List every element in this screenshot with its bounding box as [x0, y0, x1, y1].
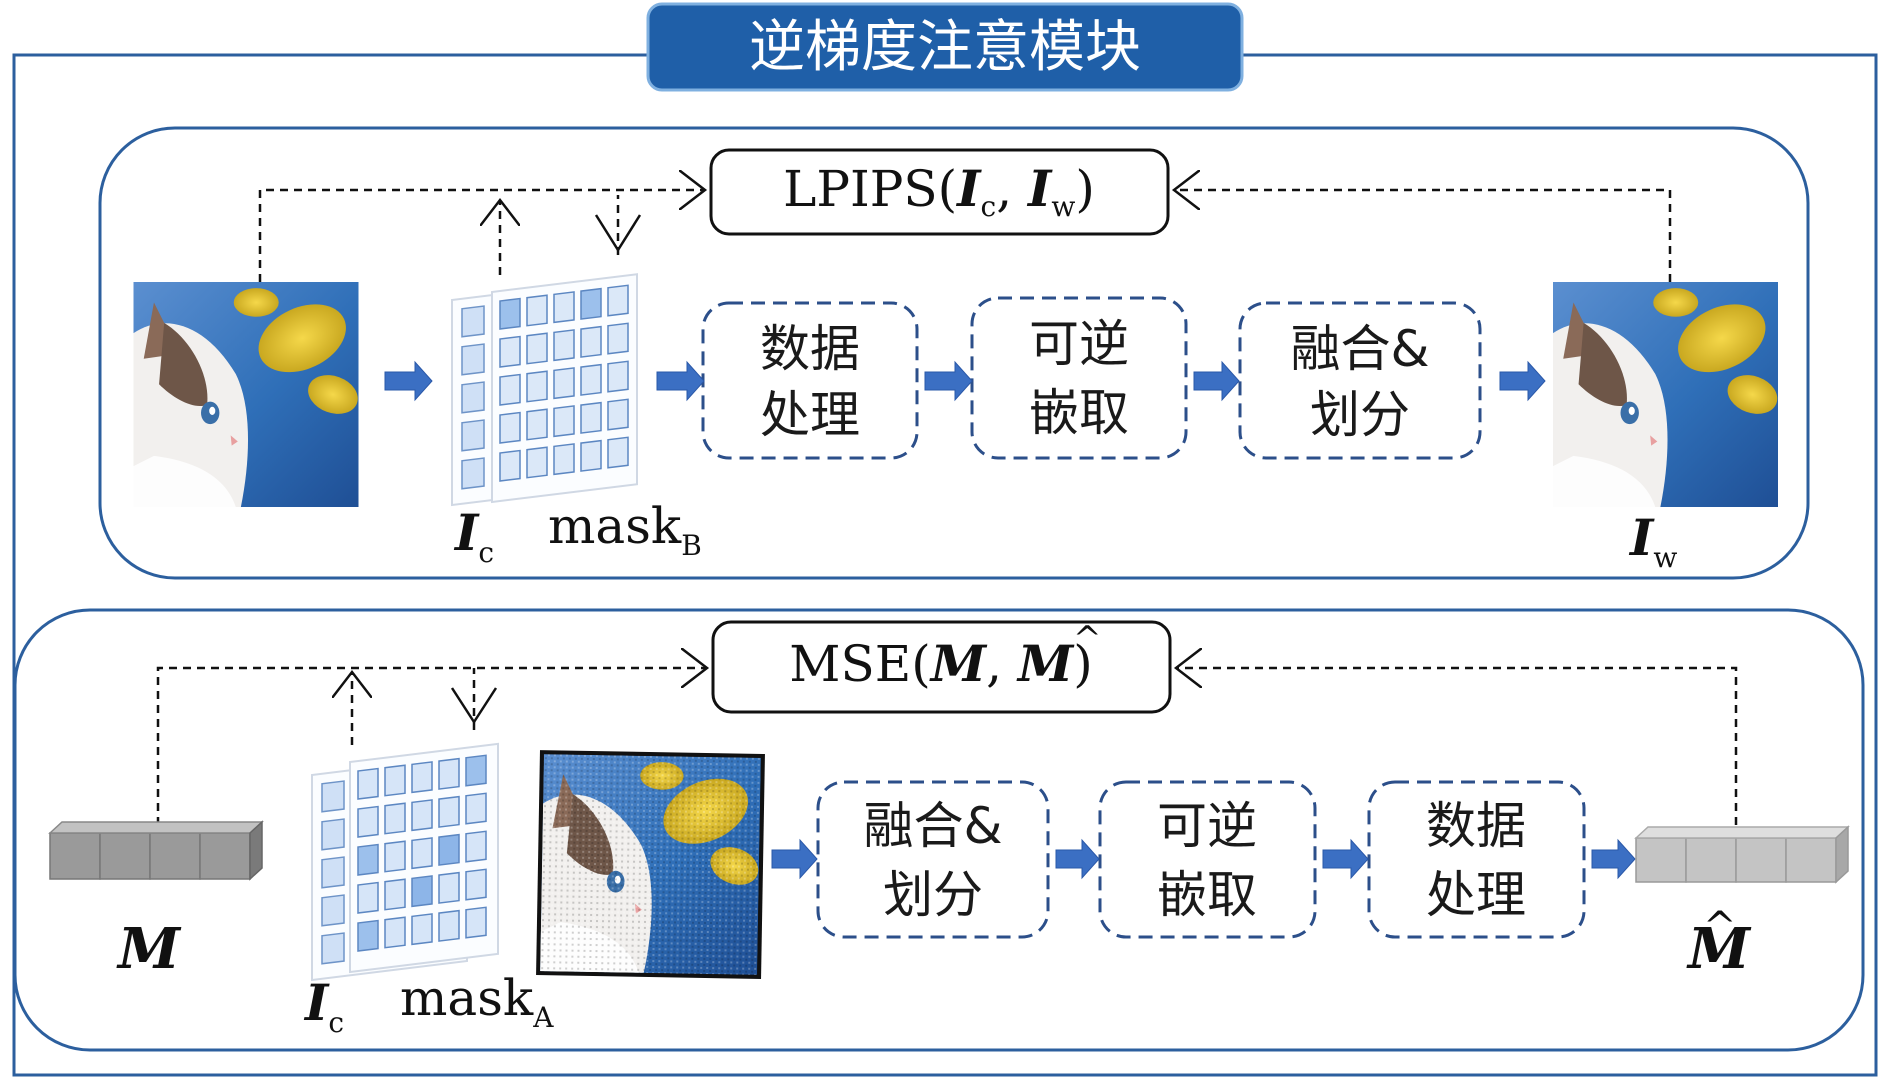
bottom-mask-label: maskA [400, 969, 554, 1034]
svg-text:嵌取: 嵌取 [1029, 384, 1129, 442]
bottom-step-1: 融合& 划分 [816, 780, 1050, 939]
bottom-panel [13, 608, 1865, 1052]
svg-text:嵌取: 嵌取 [1157, 866, 1257, 924]
svg-text:融合&: 融合& [864, 797, 1003, 855]
bottom-cover-label: Ic [303, 973, 344, 1039]
title-text: 逆梯度注意模块 [749, 15, 1141, 80]
mse-loss-label: MSE(M, M) [789, 634, 1093, 693]
top-panel [98, 126, 1810, 580]
bottom-step-2: 可逆 嵌取 [1098, 780, 1317, 939]
svg-text:划分: 划分 [883, 866, 983, 924]
message-bits-icon [48, 820, 264, 881]
bottom-mask-arrow-head [450, 687, 498, 725]
svg-text:处理: 处理 [760, 386, 860, 444]
watermarked-cat-image-icon [1553, 282, 1778, 507]
top-output-label: Iw [1628, 508, 1677, 574]
cat-image-icon [133, 282, 360, 507]
svg-text:数据: 数据 [760, 320, 860, 378]
top-feedback-lines [258, 190, 1672, 282]
svg-text:划分: 划分 [1310, 386, 1410, 444]
lpips-loss-box [709, 148, 1170, 236]
title-banner [646, 2, 1244, 92]
mse-hat: ^ [1073, 619, 1102, 659]
top-step-3: 融合& 划分 [1238, 301, 1482, 460]
lpips-loss-label: LPIPS(Ic, Iw) [783, 159, 1095, 223]
bottom-output-label: M [1686, 916, 1752, 982]
svg-text:融合&: 融合& [1291, 320, 1430, 378]
top-input-label: Ic [453, 503, 494, 569]
bottom-input-label: M [116, 916, 182, 982]
top-flow-arrows [384, 360, 1546, 402]
noisy-cat-image-icon [536, 750, 765, 979]
svg-text:可逆: 可逆 [1157, 797, 1257, 855]
message-bits-icon [1634, 825, 1850, 884]
top-step-2: 可逆 嵌取 [970, 296, 1188, 460]
svg-text:可逆: 可逆 [1029, 315, 1129, 373]
svg-text:数据: 数据 [1426, 797, 1526, 855]
mask-grid-icon [491, 273, 638, 504]
top-mask-label: maskB [548, 497, 702, 562]
mse-loss-box [711, 620, 1172, 714]
bottom-flow-arrows [771, 838, 1636, 880]
bottom-step-3: 数据 处理 [1367, 780, 1586, 939]
bottom-feedback-lines [156, 668, 1738, 825]
top-mask-arrow-head [594, 214, 642, 253]
mask-grid-icon [349, 742, 499, 974]
top-step-1: 数据 处理 [701, 301, 919, 460]
svg-text:处理: 处理 [1426, 866, 1526, 924]
bottom-output-hat: ^ [1703, 904, 1737, 950]
